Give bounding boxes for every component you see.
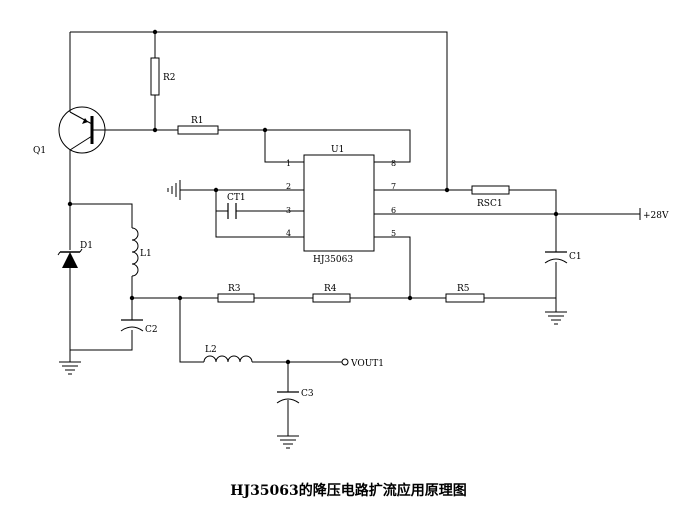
ic-pin-1: 1 bbox=[286, 159, 291, 168]
diode-d1-icon bbox=[57, 248, 83, 268]
vout-terminal-icon bbox=[341, 358, 349, 366]
wires bbox=[69, 31, 641, 436]
ground-c1-icon bbox=[545, 311, 567, 325]
resistor-r3-icon bbox=[217, 293, 255, 303]
capacitor-c3-icon bbox=[276, 391, 300, 404]
resistor-r4-icon bbox=[312, 293, 351, 303]
r5-label: R5 bbox=[457, 284, 470, 294]
q1-label: Q1 bbox=[33, 146, 46, 156]
ct1-label: CT1 bbox=[227, 193, 246, 203]
ground-d1-icon bbox=[59, 361, 81, 375]
capacitor-c2-icon bbox=[120, 319, 144, 332]
ic-pin-5: 5 bbox=[391, 229, 396, 238]
figure-caption: HJ35063的降压电路扩流应用原理图 bbox=[230, 483, 467, 499]
c2-label: C2 bbox=[145, 325, 158, 335]
resistor-rsc1-icon bbox=[471, 185, 510, 195]
ic-pin-6: 6 bbox=[391, 206, 396, 215]
c1-label: C1 bbox=[569, 252, 582, 262]
l2-label: L2 bbox=[205, 345, 217, 355]
r3-label: R3 bbox=[228, 284, 241, 294]
r2-label: R2 bbox=[163, 73, 176, 83]
capacitor-ct1-icon bbox=[227, 203, 237, 219]
transistor-q1-icon bbox=[58, 106, 106, 154]
ic-pin-3: 3 bbox=[286, 206, 291, 215]
resistor-r2-icon bbox=[150, 57, 160, 96]
r4-label: R4 bbox=[324, 284, 337, 294]
d1-label: D1 bbox=[80, 241, 93, 251]
ic-part-number: HJ35063 bbox=[313, 255, 353, 265]
ic-pin-8: 8 bbox=[391, 159, 396, 168]
inductor-l2-icon bbox=[203, 355, 253, 363]
resistor-r1-icon bbox=[177, 125, 219, 135]
supply-28v-label: +28V bbox=[643, 211, 669, 221]
r1-label: R1 bbox=[191, 116, 204, 126]
resistor-r5-icon bbox=[445, 293, 485, 303]
capacitor-c1-icon bbox=[544, 251, 568, 264]
ic-pin-2: 2 bbox=[286, 182, 291, 191]
ic-u1-icon bbox=[303, 154, 375, 252]
ic-pin-7: 7 bbox=[391, 182, 396, 191]
vout-label: VOUT1 bbox=[350, 359, 384, 369]
inductor-l1-icon bbox=[131, 227, 139, 277]
junction-dots bbox=[67, 29, 559, 365]
rsc1-label: RSC1 bbox=[477, 199, 503, 209]
c3-label: C3 bbox=[301, 389, 314, 399]
u1-label: U1 bbox=[331, 145, 344, 155]
ground-pin2-icon bbox=[167, 180, 181, 200]
l1-label: L1 bbox=[140, 249, 152, 259]
ic-pin-4: 4 bbox=[286, 229, 291, 238]
ground-c3-icon bbox=[277, 435, 299, 449]
